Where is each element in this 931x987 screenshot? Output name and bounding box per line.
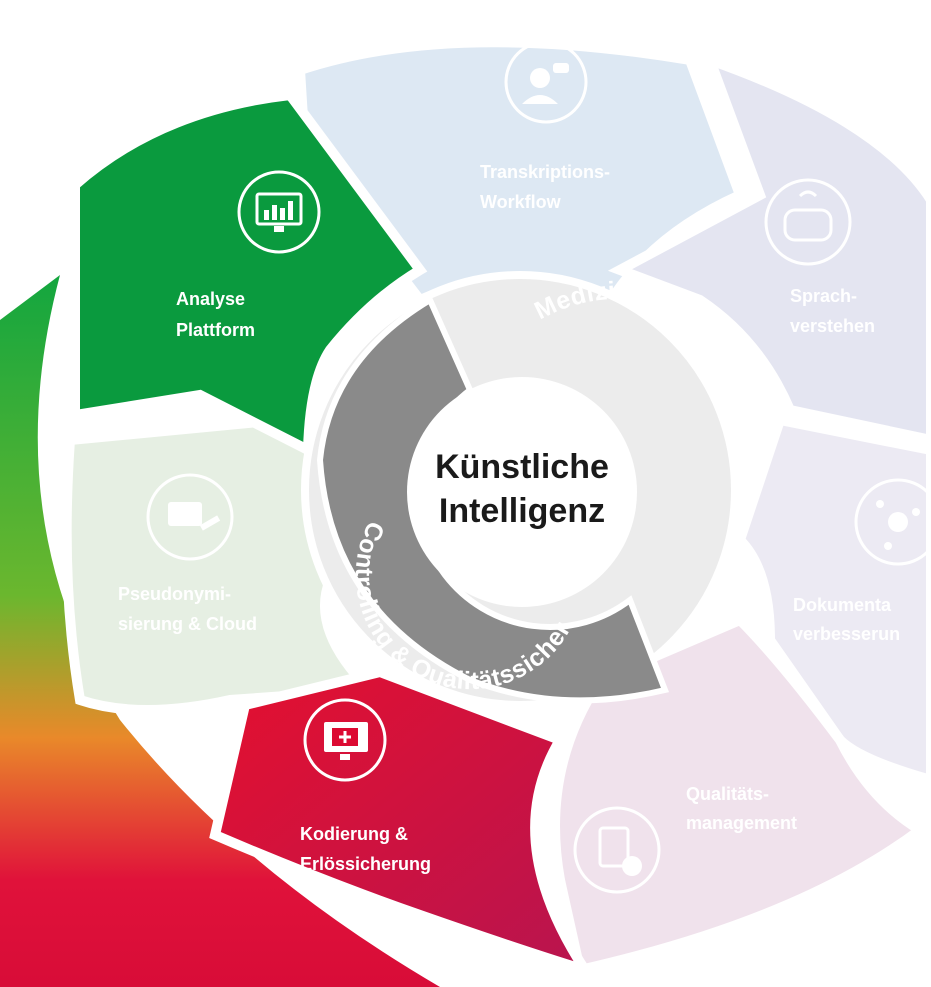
quality-label-line1: Qualitäts- <box>686 784 769 804</box>
coding-label-line1: Kodierung & <box>300 824 408 844</box>
segment-coding[interactable] <box>209 666 597 979</box>
segment-quality[interactable] <box>550 614 929 976</box>
documentation-label-line1: Dokumenta <box>793 595 892 615</box>
pseudonym-card-icon <box>146 473 234 561</box>
speech-device-icon <box>764 178 852 266</box>
chart-monitor-icon <box>237 170 321 254</box>
speech-label-line1: Sprach- <box>790 286 857 306</box>
document-check-icon <box>573 806 661 894</box>
pseudonym-label-line2: sierung & Cloud <box>118 614 257 634</box>
speech-label-line2: verstehen <box>790 316 875 336</box>
coding-label-line2: Erlössicherung <box>300 854 431 874</box>
analysis-label-line2: Plattform <box>176 320 255 340</box>
center-title-line2: Intelligenz <box>439 492 605 530</box>
transcription-label-line1: Transkriptions- <box>480 162 610 182</box>
analysis-label-line1: Analyse <box>176 289 245 309</box>
documentation-label-line2: verbesserun <box>793 624 900 644</box>
pseudonym-label-line1: Pseudonymi- <box>118 584 231 604</box>
person-speech-icon <box>504 40 588 124</box>
center-disc <box>407 377 637 607</box>
gradient-swoosh <box>0 275 440 987</box>
network-node-icon <box>854 478 931 566</box>
segment-analysis[interactable] <box>70 89 428 459</box>
quality-label-line2: management <box>686 813 797 833</box>
transcription-label-line2: Workflow <box>480 192 562 212</box>
center-title-line1: Künstliche <box>435 448 609 486</box>
medical-folder-monitor-icon <box>303 698 387 782</box>
